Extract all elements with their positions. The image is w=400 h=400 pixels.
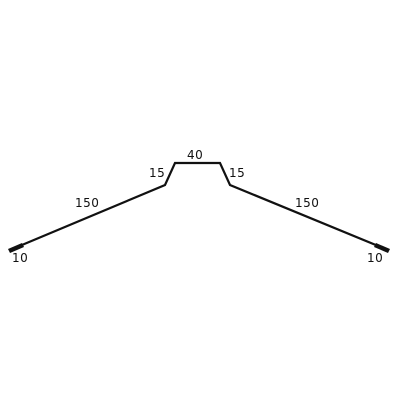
right-hem-label: 10 xyxy=(367,251,384,265)
right-hem-fold xyxy=(374,243,390,253)
right-long-side-label: 150 xyxy=(295,196,320,210)
left-hem-label: 10 xyxy=(12,251,29,265)
left-long-side-label: 150 xyxy=(75,196,100,210)
right-slope-label: 15 xyxy=(229,166,246,180)
top-width-label: 40 xyxy=(187,148,204,162)
profile-outline xyxy=(9,161,389,252)
left-hem-fold xyxy=(8,243,24,253)
left-slope-label: 15 xyxy=(149,166,166,180)
